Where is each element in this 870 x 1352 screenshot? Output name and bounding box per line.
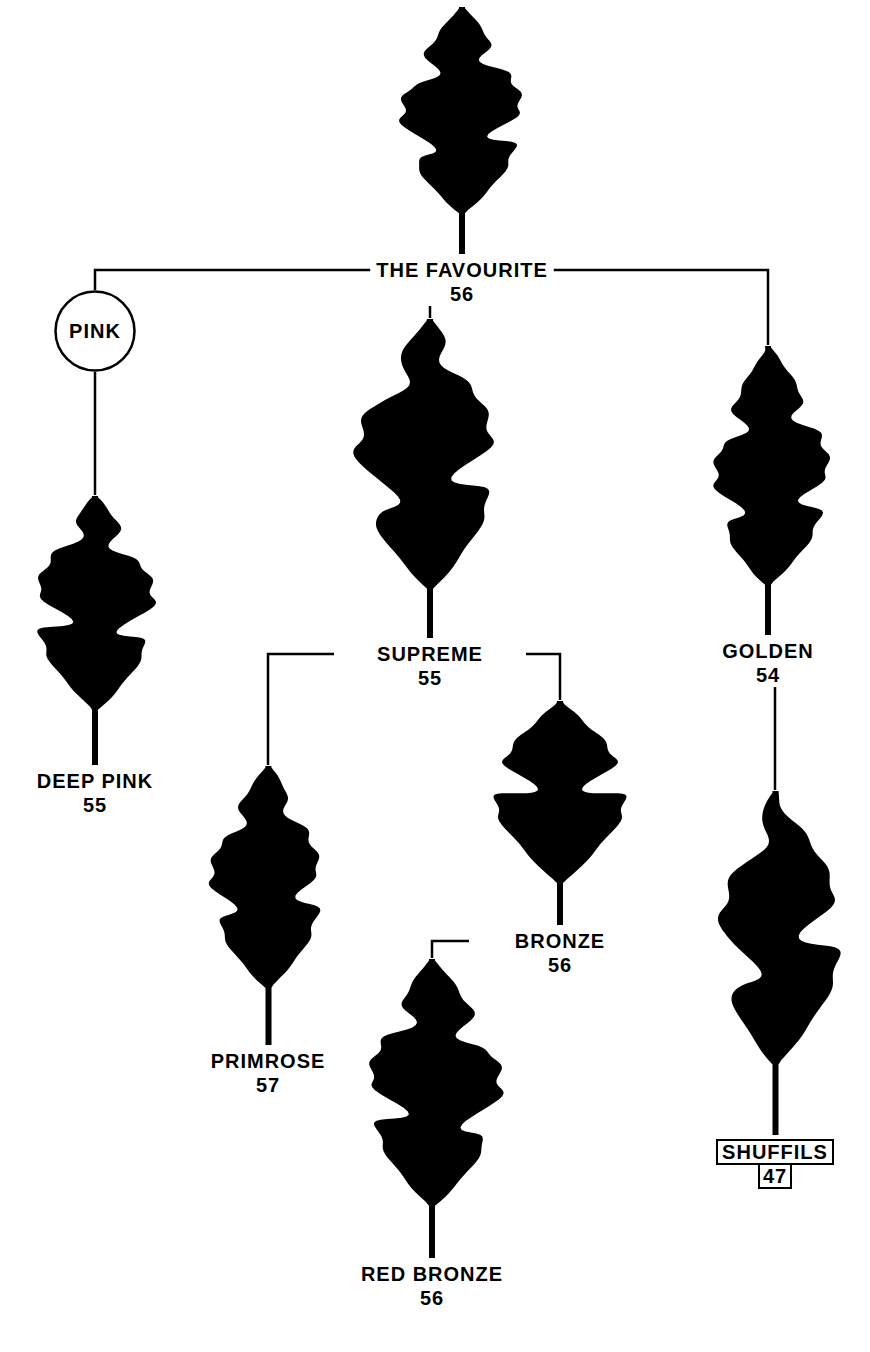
leaf-silhouette [713, 346, 830, 635]
variety-name: PINK [69, 319, 121, 343]
leaf-silhouette [693, 790, 858, 1135]
leaf-silhouette [475, 700, 645, 925]
leaf-silhouette [340, 318, 520, 638]
leaf-silhouette [399, 7, 522, 254]
variety-number: 56 [376, 282, 548, 306]
variety-number: 47 [758, 1163, 792, 1189]
leaf-silhouette [369, 959, 503, 1258]
variety-leaf: THE FAVOURITE56 [370, 6, 554, 306]
lineage-line [429, 306, 432, 318]
variety-name: DEEP PINK [20, 769, 170, 793]
variety-leaf: RED BRONZE56 [341, 958, 523, 1310]
lineage-line [432, 941, 469, 958]
variety-name: SUPREME [340, 642, 520, 666]
variety-name: GOLDEN [693, 639, 843, 663]
variety-number: 56 [347, 1286, 517, 1310]
variety-number: 57 [196, 1073, 341, 1097]
lineage-line [554, 270, 768, 345]
lineage-line [774, 687, 777, 790]
leaf-silhouette [387, 6, 537, 254]
variety-leaf: GOLDEN54 [687, 345, 849, 687]
variety-leaf: SHUFFILS47 [687, 790, 864, 1189]
variety-name: BRONZE [475, 929, 645, 953]
leaf-silhouette [20, 495, 170, 765]
variety-number: 55 [20, 793, 170, 817]
variety-name: SHUFFILS [716, 1139, 834, 1165]
leaf-silhouette [693, 345, 843, 635]
variety-name: PRIMROSE [196, 1049, 341, 1073]
variety-number: 56 [475, 953, 645, 977]
leaf-silhouette [208, 766, 320, 1045]
lineage-line [526, 654, 560, 700]
variety-leaf: SUPREME55 [334, 318, 526, 690]
variety-number: 55 [340, 666, 520, 690]
leaf-silhouette [347, 958, 517, 1258]
variety-leaf: DEEP PINK55 [14, 495, 176, 817]
variety-leaf: BRONZE56 [469, 700, 651, 977]
leaf-silhouette [353, 319, 494, 638]
variety-leaf: PRIMROSE57 [190, 765, 347, 1097]
variety-number: 54 [693, 663, 843, 687]
leaf-silhouette [494, 701, 627, 925]
lineage-line [94, 372, 97, 495]
lineage-line [268, 654, 334, 765]
leaf-silhouette [196, 765, 341, 1045]
circle-outline [56, 292, 135, 371]
leaf-silhouette [717, 791, 840, 1135]
variety-name: RED BRONZE [347, 1262, 517, 1286]
variety-circle: PINK [54, 290, 136, 372]
leaf-silhouette [37, 496, 156, 765]
lineage-line [95, 270, 370, 290]
variety-name: THE FAVOURITE [376, 258, 548, 282]
